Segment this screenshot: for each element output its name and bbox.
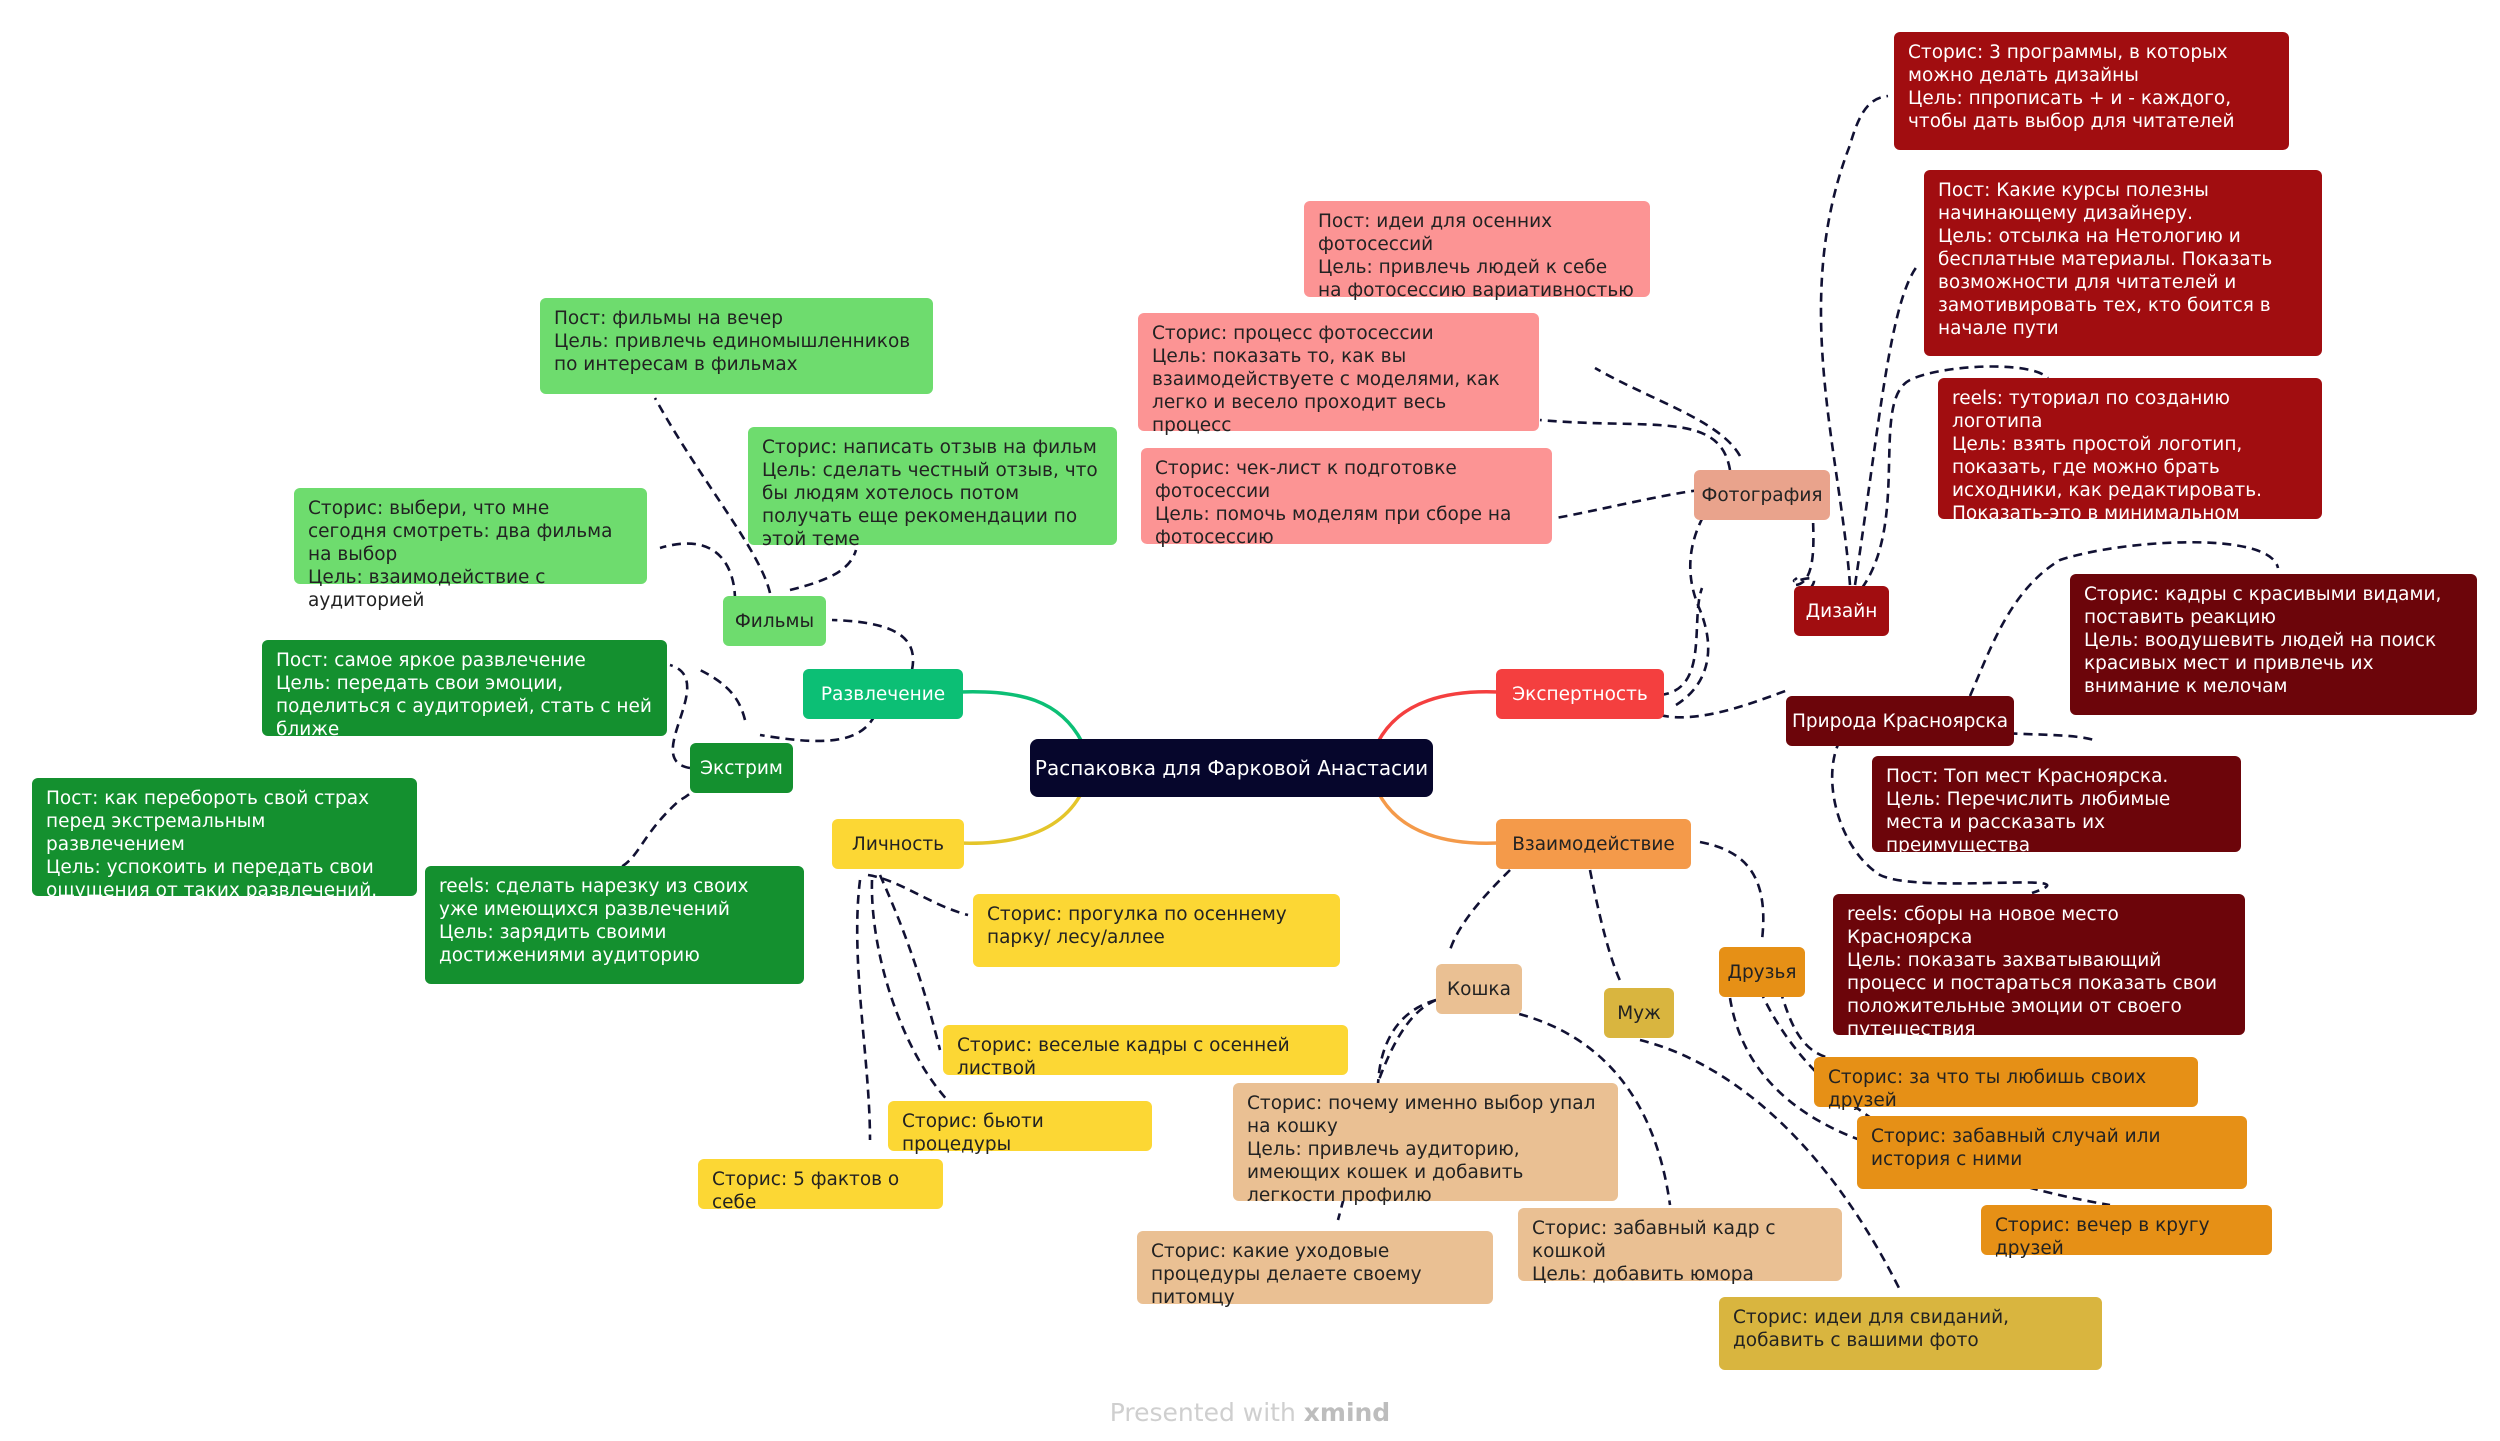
topic-lichnost-park[interactable]: Сторис: прогулка по осеннему парку/ лесу… xyxy=(973,894,1340,967)
topic-lichnost-leaves[interactable]: Сторис: веселые кадры с осенней листвой xyxy=(943,1025,1348,1079)
topic-ekstrim-post-fear[interactable]: Пост: как перебороть свой страх перед эк… xyxy=(32,778,417,901)
topic-priroda[interactable]: Природа Красноярска xyxy=(1786,696,2014,746)
topic-druzya-love[interactable]: Сторис: за что ты любишь своих друзей xyxy=(1814,1057,2198,1111)
topic-muzh-dates[interactable]: Сторис: идеи для свиданий, добавить с ва… xyxy=(1719,1297,2102,1370)
topic-razvlechenie[interactable]: Развлечение xyxy=(803,669,963,719)
topic-film-review[interactable]: Сторис: написать отзыв на фильм Цель: сд… xyxy=(748,427,1117,550)
topic-druzya-evening[interactable]: Сторис: вечер в кругу друзей xyxy=(1981,1205,2272,1259)
topic-ekstrim-reels[interactable]: reels: сделать нарезку из своих уже имею… xyxy=(425,866,804,984)
branch-vzaimodeistvie xyxy=(1376,791,1499,845)
topic-dizain-post[interactable]: Пост: Какие курсы полезны начинающему ди… xyxy=(1924,170,2322,356)
topic-lichnost[interactable]: Личность xyxy=(832,819,964,869)
topic-priroda-reels[interactable]: reels: сборы на новое место Красноярска … xyxy=(1833,894,2245,1040)
topic-vzaimodeistvie[interactable]: Взаимодействие xyxy=(1496,819,1691,869)
branch-lichnost xyxy=(957,791,1084,845)
topic-priroda-post[interactable]: Пост: Топ мест Красноярска. Цель: Перечи… xyxy=(1872,756,2241,856)
topic-foto-post[interactable]: Пост: идеи для осенних фотосессий Цель: … xyxy=(1304,201,1650,301)
presented-with-footer: Presented with xmind xyxy=(0,1398,2500,1427)
topic-muzh[interactable]: Муж xyxy=(1604,988,1674,1038)
topic-koshka[interactable]: Кошка xyxy=(1436,964,1522,1014)
topic-fotografiya[interactable]: Фотография xyxy=(1694,470,1830,520)
topic-druzya[interactable]: Друзья xyxy=(1719,947,1805,997)
topic-dizain[interactable]: Дизайн xyxy=(1794,586,1889,636)
topic-koshka-care[interactable]: Сторис: какие уходовые процедуры делаете… xyxy=(1137,1231,1493,1308)
topic-ekstrim-post-bright[interactable]: Пост: самое яркое развлечение Цель: пере… xyxy=(262,640,667,740)
branch-ekspertnost xyxy=(1376,690,1499,743)
topic-lichnost-facts[interactable]: Сторис: 5 фактов о себе xyxy=(698,1159,943,1213)
topic-filmy[interactable]: Фильмы xyxy=(723,596,826,646)
topic-koshka-why[interactable]: Сторис: почему именно выбор упал на кошк… xyxy=(1233,1083,1618,1206)
topic-foto-checklist[interactable]: Сторис: чек-лист к подготовке фотосессии… xyxy=(1141,448,1552,548)
topic-dizain-stories[interactable]: Сторис: 3 программы, в которых можно дел… xyxy=(1894,32,2289,150)
topic-ekspertnost[interactable]: Экспертность xyxy=(1496,669,1664,719)
topic-lichnost-beauty[interactable]: Сторис: бьюти процедуры xyxy=(888,1101,1152,1155)
footer-presented-text: Presented with xyxy=(1109,1398,1296,1427)
xmind-logo[interactable]: xmind xyxy=(1303,1398,1391,1427)
topic-dizain-reels[interactable]: reels: туториал по созданию логотипа Цел… xyxy=(1938,378,2322,547)
topic-koshka-funny[interactable]: Сторис: забавный кадр с кошкой Цель: доб… xyxy=(1518,1208,1842,1285)
branch-razvlechenie xyxy=(959,690,1084,743)
topic-film-post[interactable]: Пост: фильмы на вечер Цель: привлечь еди… xyxy=(540,298,933,394)
topic-druzya-funny[interactable]: Сторис: забавный случай или история с ни… xyxy=(1857,1116,2247,1189)
topic-film-choice[interactable]: Сторис: выбери, что мне сегодня смотреть… xyxy=(294,488,647,611)
topic-priroda-stories[interactable]: Сторис: кадры с красивыми видами, постав… xyxy=(2070,574,2477,715)
topic-foto-process[interactable]: Сторис: процесс фотосессии Цель: показат… xyxy=(1138,313,1539,436)
central-topic[interactable]: Распаковка для Фарковой Анастасии xyxy=(1030,739,1433,797)
topic-ekstrim[interactable]: Экстрим xyxy=(690,743,793,793)
